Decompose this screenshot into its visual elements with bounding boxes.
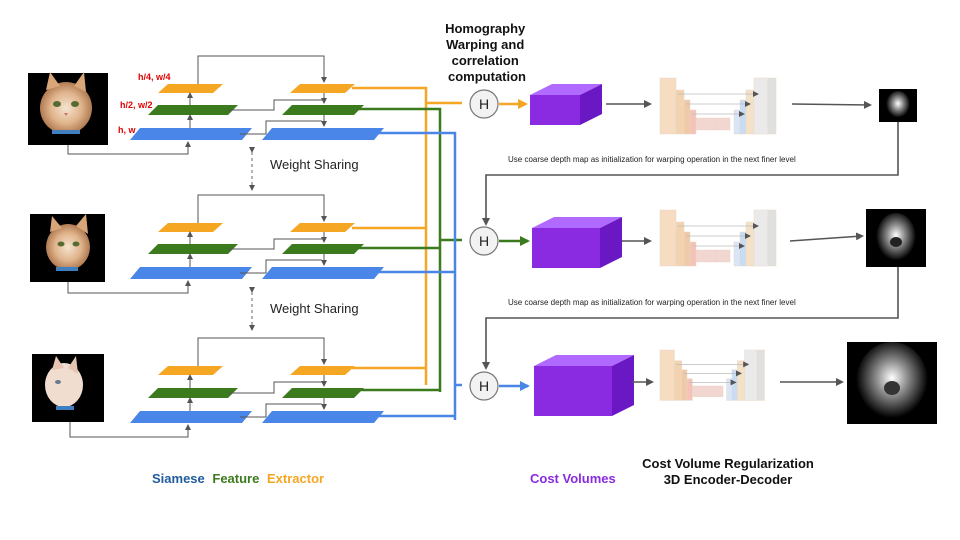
feature-level-full-left: [130, 267, 252, 279]
svg-text:H: H: [479, 378, 489, 394]
feature-level-half-right: [282, 244, 364, 254]
feature-level-full-left: [130, 411, 252, 423]
siamese-feature-extractor-label: Siamese Feature Extractor: [152, 471, 324, 486]
cat-image-3: [32, 354, 104, 422]
cost-volumes-label: Cost Volumes: [530, 471, 616, 486]
scale-label-half: h/2, w/2: [120, 100, 153, 110]
feature-level-full-right: [262, 267, 384, 279]
feature-routing-lines: [352, 86, 462, 420]
feature-level-half-right: [282, 388, 364, 398]
feature-level-full-right: [262, 128, 384, 140]
feature-level-half-left: [148, 244, 238, 254]
weight-sharing-label-2: Weight Sharing: [270, 301, 359, 316]
scale-label-quarter: h/4, w/4: [138, 72, 171, 82]
depth-map-3: [847, 342, 937, 424]
depth-map-1: [879, 89, 917, 122]
feature-level-full-left: [130, 128, 252, 140]
feature-pyramid-2: [67, 194, 384, 294]
homography-node-2: H: [469, 226, 499, 256]
input-connector: [67, 141, 191, 155]
lateral-connector: [240, 403, 322, 418]
lateral-connector: [228, 381, 322, 394]
svg-text:H: H: [479, 233, 489, 249]
coarse-note-1: Use coarse depth map as initialization f…: [508, 155, 796, 164]
coarse-note-2: Use coarse depth map as initialization f…: [508, 298, 796, 307]
scale-label-full: h, w: [118, 125, 136, 135]
input-connector: [67, 280, 191, 294]
homography-node-1: H: [469, 89, 499, 119]
feature-level-quarter-right: [290, 223, 355, 232]
encoder-decoder-icon-2: [659, 209, 777, 267]
feature-level-half-left: [148, 105, 238, 115]
coarse-to-fine-arrows: [482, 122, 899, 370]
feature-level-quarter-right: [290, 84, 355, 93]
encoder-decoders: [659, 77, 777, 401]
skip-connector: [197, 55, 327, 84]
feature-level-quarter-left: [158, 223, 223, 232]
homography-node-3: H: [469, 371, 499, 401]
siamese-feature-pyramids: [67, 55, 384, 438]
feature-pyramid-3: [69, 337, 384, 438]
feature-level-half-right: [282, 105, 364, 115]
feature-level-half-left: [148, 388, 238, 398]
cost-volume-box-2: [532, 217, 622, 268]
homography-title: Homography Warping and correlation compu…: [445, 21, 529, 84]
encoder-decoder-icon-3: [659, 349, 765, 401]
encoder-decoder-icon-1: [659, 77, 777, 135]
cost-volumes: [530, 84, 634, 416]
regularization-label-2: 3D Encoder-Decoder: [664, 472, 793, 487]
feature-level-full-right: [262, 411, 384, 423]
cost-volume-box-1: [530, 84, 602, 125]
skip-connector: [197, 337, 327, 366]
lateral-connector: [228, 99, 322, 111]
lateral-connector: [240, 259, 322, 274]
feature-level-quarter-left: [158, 84, 223, 93]
feature-level-quarter-left: [158, 366, 223, 375]
input-connector: [69, 422, 191, 438]
svg-text:H: H: [479, 96, 489, 112]
cost-volume-box-3: [534, 355, 634, 416]
cat-image-2: [30, 214, 105, 282]
cat-image-1: [28, 72, 108, 145]
depth-map-2: [866, 209, 926, 267]
lateral-connector: [240, 120, 322, 135]
weight-sharing-label-1: Weight Sharing: [270, 157, 359, 172]
skip-connector: [197, 194, 327, 223]
lateral-connector: [228, 238, 322, 250]
feature-pyramid-1: [67, 55, 384, 155]
feature-level-quarter-right: [290, 366, 355, 375]
flow-arrows: [606, 100, 872, 386]
regularization-label-1: Cost Volume Regularization: [642, 456, 814, 471]
